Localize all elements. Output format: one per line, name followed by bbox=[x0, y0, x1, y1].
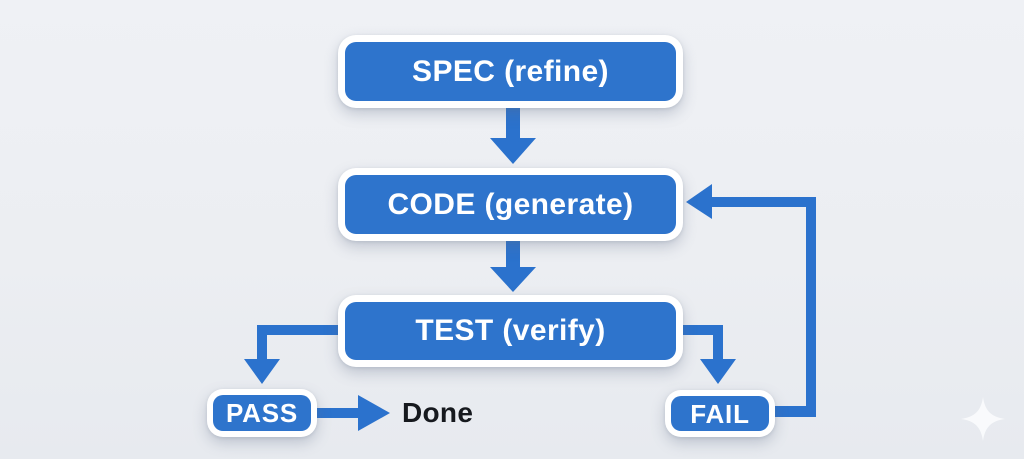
sparkle-icon bbox=[960, 396, 1006, 442]
node-fail-label: FAIL bbox=[690, 398, 750, 429]
node-fail-body: FAIL bbox=[671, 396, 769, 431]
arrow-test-to-fail bbox=[681, 325, 736, 384]
arrow-code-to-test bbox=[490, 240, 536, 292]
arrow-fail-to-code bbox=[686, 184, 816, 417]
node-test: TEST (verify) bbox=[338, 295, 683, 367]
node-spec: SPEC (refine) bbox=[338, 35, 683, 108]
node-spec-label: SPEC (refine) bbox=[412, 54, 609, 88]
done-label: Done bbox=[402, 397, 474, 428]
node-pass: PASS bbox=[207, 389, 317, 437]
arrow-spec-to-code bbox=[490, 106, 536, 164]
node-code-label: CODE (generate) bbox=[387, 187, 634, 221]
node-spec-body: SPEC (refine) bbox=[345, 42, 676, 101]
node-pass-body: PASS bbox=[213, 395, 311, 431]
node-code-body: CODE (generate) bbox=[345, 175, 676, 234]
arrow-test-to-pass bbox=[244, 325, 340, 384]
node-pass-label: PASS bbox=[225, 398, 299, 428]
node-test-body: TEST (verify) bbox=[345, 302, 676, 360]
node-test-label: TEST (verify) bbox=[415, 314, 606, 347]
node-code: CODE (generate) bbox=[338, 168, 683, 241]
arrow-pass-to-done bbox=[316, 395, 390, 431]
node-fail: FAIL bbox=[665, 390, 775, 437]
